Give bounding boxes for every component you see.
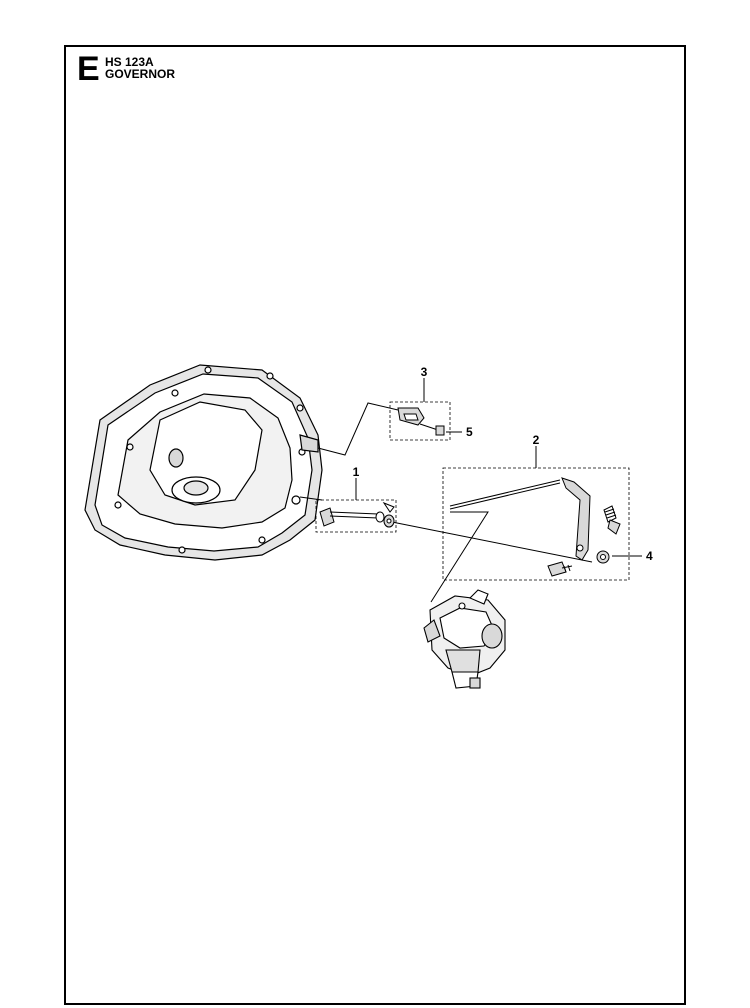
model-number: HS 123A [105, 55, 154, 69]
bracket-part [397, 407, 425, 426]
page-frame [64, 45, 686, 1005]
callout-3: 3 [421, 365, 428, 379]
leader-lines [299, 378, 642, 603]
carburetor [423, 589, 506, 689]
callout-labels: 1 2 3 4 5 [353, 365, 653, 563]
section-letter: E [77, 50, 100, 88]
diagram-title: GOVERNOR [105, 67, 176, 81]
governor-shaft-part [319, 501, 395, 528]
crankcase-cover [84, 364, 323, 561]
part-group-boxes [315, 401, 630, 581]
linkage-assembly-part [449, 477, 621, 577]
callout-2: 2 [533, 433, 540, 447]
callout-1: 1 [353, 465, 360, 479]
callout-5: 5 [466, 425, 473, 439]
callout-4: 4 [646, 549, 653, 563]
bolt-part [419, 423, 445, 436]
